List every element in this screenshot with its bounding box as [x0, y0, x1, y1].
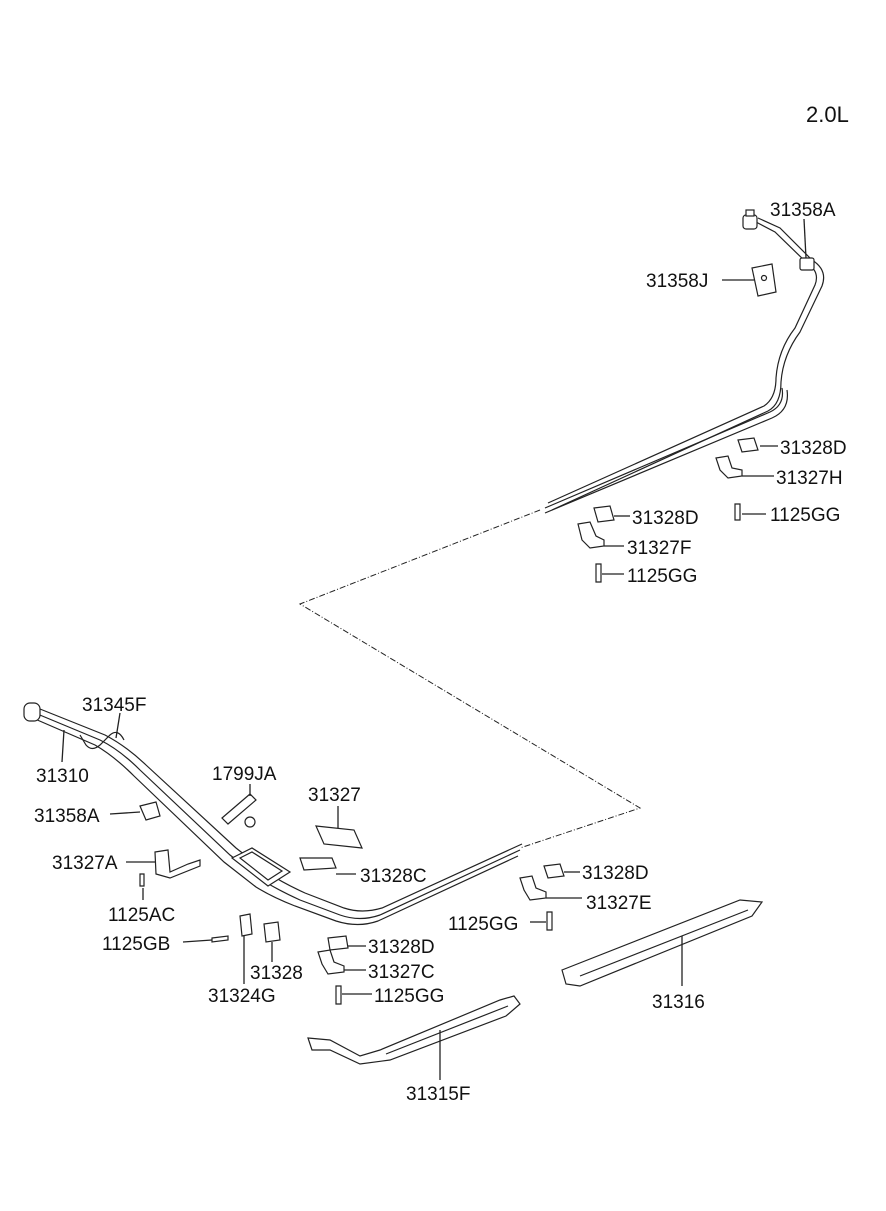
label-1125GG-c: 1125GG — [448, 914, 518, 935]
label-31327H: 31327H — [776, 468, 843, 489]
label-31328D-a: 31328D — [780, 438, 847, 459]
label-31315F: 31315F — [406, 1084, 470, 1105]
label-1125GG-a: 1125GG — [770, 505, 840, 526]
break-lines — [298, 509, 642, 849]
label-31328D-b: 31328D — [632, 508, 699, 529]
label-31358J: 31358J — [646, 271, 708, 292]
front-fuel-lines — [23, 702, 523, 926]
label-1125AC: 1125AC — [108, 905, 175, 926]
label-31310: 31310 — [36, 766, 89, 787]
label-31358A-bottom: 31358A — [34, 806, 100, 827]
rear-fuel-lines — [544, 209, 825, 514]
label-31327A: 31327A — [52, 853, 118, 874]
bracket-parts — [139, 263, 777, 1065]
label-31328D-d: 31328D — [368, 937, 435, 958]
label-1125GG-d: 1125GG — [374, 986, 444, 1007]
label-31324G: 31324G — [208, 986, 276, 1007]
label-31345F: 31345F — [82, 695, 146, 716]
label-31328D-c: 31328D — [582, 863, 649, 884]
label-31327: 31327 — [308, 785, 361, 806]
label-31358A-top: 31358A — [770, 200, 836, 221]
label-31327F: 31327F — [627, 538, 691, 559]
part-labels: 31358A 31358J 31328D 31327H 1125GG 31328… — [34, 200, 847, 1105]
label-31327C: 31327C — [368, 962, 435, 983]
label-1799JA: 1799JA — [212, 764, 277, 785]
label-31328C: 31328C — [360, 866, 427, 887]
leader-lines — [61, 218, 807, 1080]
engine-variant-label: 2.0L — [806, 102, 849, 127]
label-1125GG-b: 1125GG — [627, 566, 697, 587]
label-31316: 31316 — [652, 992, 705, 1013]
label-31327E: 31327E — [586, 893, 652, 914]
label-1125GB: 1125GB — [102, 934, 170, 955]
label-31328: 31328 — [250, 963, 303, 984]
